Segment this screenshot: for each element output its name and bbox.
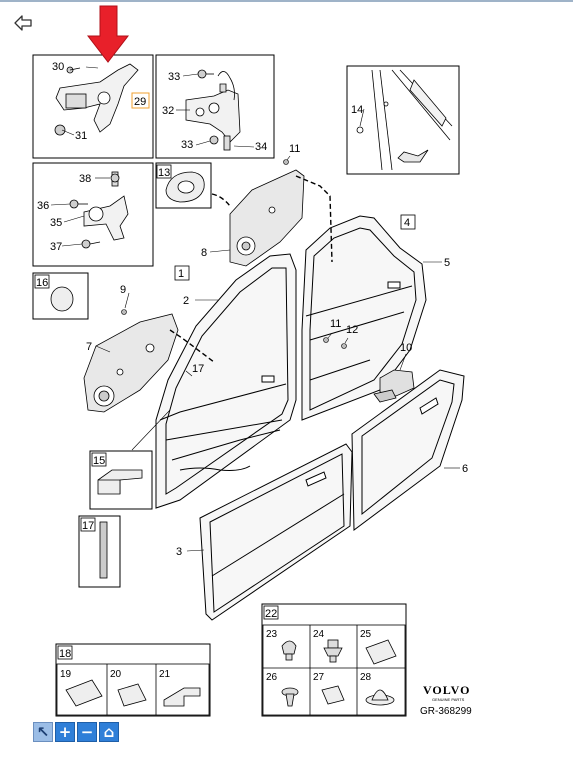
inset-grommet xyxy=(155,162,212,209)
callout-32[interactable]: 32 xyxy=(162,105,174,117)
callout-2[interactable]: 2 xyxy=(183,295,189,307)
zoom-in-button[interactable]: + xyxy=(55,722,75,742)
callout-37[interactable]: 37 xyxy=(50,241,62,253)
grommet-drawing xyxy=(165,171,205,203)
inset-hinge-lower xyxy=(32,162,154,267)
callout-38[interactable]: 38 xyxy=(79,173,91,185)
callout-36[interactable]: 36 xyxy=(37,200,49,212)
callout-22[interactable]: 22 xyxy=(265,608,277,620)
diagram-ref-code: GR-368299 xyxy=(420,706,472,717)
callout-30[interactable]: 30 xyxy=(52,61,64,73)
callout-18[interactable]: 18 xyxy=(59,648,71,660)
clip-26-drawing xyxy=(281,687,299,707)
callout-15[interactable]: 15 xyxy=(93,455,105,467)
clip-28-drawing xyxy=(365,689,395,706)
callout-10[interactable]: 10 xyxy=(400,342,412,354)
inset-group-18 xyxy=(55,643,211,717)
inset-hinge-rear xyxy=(155,54,275,159)
strip-drawing xyxy=(99,521,108,579)
hinge-rear-drawing xyxy=(185,69,241,151)
zoom-out-button[interactable]: − xyxy=(77,722,97,742)
callout-12[interactable]: 12 xyxy=(346,324,358,336)
top-border xyxy=(0,0,573,2)
back-arrow-icon[interactable] xyxy=(12,12,34,34)
inset-pillar-detail xyxy=(346,65,460,175)
callout-13[interactable]: 13 xyxy=(158,167,170,179)
screw-11 xyxy=(283,159,289,165)
hinge-upper-drawing xyxy=(54,63,139,136)
pointer-icon: ↖ xyxy=(36,723,50,741)
callout-11-mid[interactable]: 11 xyxy=(330,318,341,330)
pillar-detail-drawing xyxy=(356,69,453,171)
pad-25-drawing xyxy=(365,639,397,665)
callout-5[interactable]: 5 xyxy=(444,257,450,269)
clip-23-drawing xyxy=(281,640,297,661)
screw-9 xyxy=(121,309,127,315)
callout-24[interactable]: 24 xyxy=(313,629,325,640)
pad-21-drawing xyxy=(163,687,201,707)
callout-25[interactable]: 25 xyxy=(360,629,372,640)
callout-26[interactable]: 26 xyxy=(266,672,278,683)
inset-foam-block xyxy=(89,450,153,510)
callout-4[interactable]: 4 xyxy=(404,217,410,229)
callout-11-top[interactable]: 11 xyxy=(289,143,300,155)
door-module-8 xyxy=(229,169,305,267)
callout-7[interactable]: 7 xyxy=(86,341,92,353)
front-door-frame xyxy=(155,253,297,509)
callout-33-bottom[interactable]: 33 xyxy=(181,139,193,151)
callout-29[interactable]: 29 xyxy=(134,96,146,108)
clip-24-drawing xyxy=(323,639,343,663)
dashed-links xyxy=(169,175,333,363)
callout-21[interactable]: 21 xyxy=(159,669,171,680)
callout-35[interactable]: 35 xyxy=(50,217,62,229)
inset-group-22 xyxy=(261,603,407,717)
inset-strip xyxy=(78,515,121,588)
door-module-7 xyxy=(83,313,179,413)
screw-11b xyxy=(323,337,329,343)
callout-9[interactable]: 9 xyxy=(120,284,126,296)
callout-34[interactable]: 34 xyxy=(255,141,267,153)
callout-31[interactable]: 31 xyxy=(75,130,87,142)
front-door-skin xyxy=(199,443,353,621)
callout-28[interactable]: 28 xyxy=(360,672,372,683)
rear-door-skin xyxy=(351,369,465,531)
callout-16[interactable]: 16 xyxy=(36,277,48,289)
home-button[interactable]: ⌂ xyxy=(99,722,119,742)
pad-27-drawing xyxy=(321,685,345,705)
callout-20[interactable]: 20 xyxy=(110,669,122,680)
callout-14[interactable]: 14 xyxy=(351,104,363,116)
zoom-out-icon: − xyxy=(80,723,94,741)
foam-block-drawing xyxy=(97,469,143,495)
pointer-tool-button[interactable]: ↖ xyxy=(33,722,53,742)
plug-drawing xyxy=(50,286,74,312)
callout-3[interactable]: 3 xyxy=(176,546,182,558)
brand-subtitle: GENUINE PARTS xyxy=(432,697,465,702)
callout-19[interactable]: 19 xyxy=(60,669,72,680)
callout-17-main[interactable]: 17 xyxy=(192,363,204,375)
screw-12 xyxy=(341,343,347,349)
callout-33-top[interactable]: 33 xyxy=(168,71,180,83)
inset-plug xyxy=(32,272,89,320)
zoom-in-icon: + xyxy=(58,723,72,741)
callout-8[interactable]: 8 xyxy=(201,247,207,259)
zoom-toolbar: ↖ + − ⌂ xyxy=(33,722,119,742)
callout-17-inset[interactable]: 17 xyxy=(82,520,94,532)
inset-hinge-upper xyxy=(32,54,154,159)
callout-23[interactable]: 23 xyxy=(266,629,278,640)
pad-20-drawing xyxy=(117,683,147,707)
home-icon: ⌂ xyxy=(103,723,115,741)
pad-19-drawing xyxy=(65,679,103,707)
callout-1[interactable]: 1 xyxy=(178,268,184,280)
highlight-arrow-icon xyxy=(86,5,130,63)
part-10-drawing xyxy=(373,369,415,403)
callout-27[interactable]: 27 xyxy=(313,672,325,683)
callout-6[interactable]: 6 xyxy=(462,463,468,475)
brand-logo: VOLVO xyxy=(423,683,470,697)
